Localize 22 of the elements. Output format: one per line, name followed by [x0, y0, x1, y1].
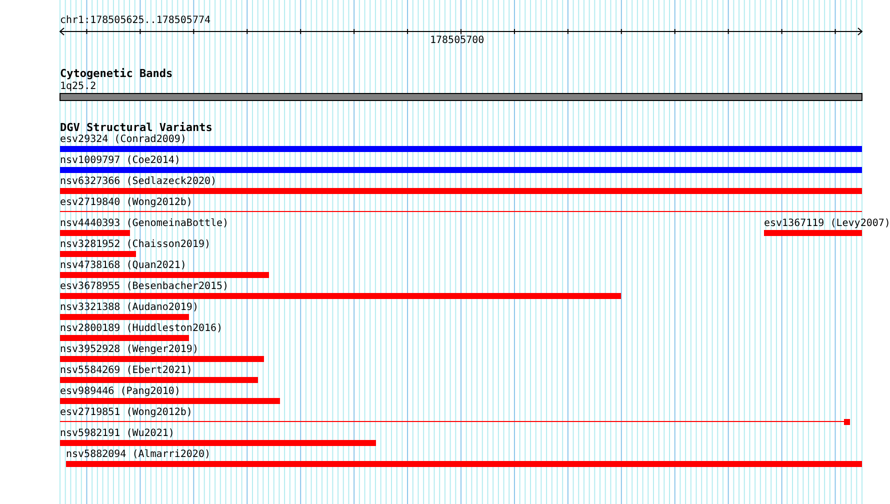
variant-label: nsv6327366 (Sedlazeck2020): [60, 176, 217, 187]
track-title: DGV Structural Variants: [60, 122, 212, 133]
coordinate-range: chr1:178505625..178505774: [60, 15, 211, 26]
position-tick-label: 178505700: [430, 35, 484, 46]
variant-label: nsv4440393 (GenomeinaBottle): [60, 218, 229, 229]
variant-label: esv1367119 (Levy2007): [764, 218, 890, 229]
variant-label: nsv3321388 (Audano2019): [60, 302, 198, 313]
variant-label: nsv5882094 (Almarri2020): [66, 449, 210, 460]
variant-label: nsv3952928 (Wenger2019): [60, 344, 198, 355]
variant-label: nsv1009797 (Coe2014): [60, 155, 180, 166]
variant-label: esv2719840 (Wong2012b): [60, 197, 192, 208]
variant-label: nsv5584269 (Ebert2021): [60, 365, 192, 376]
variant-label: esv989446 (Pang2010): [60, 386, 180, 397]
variant-label: nsv4738168 (Quan2021): [60, 260, 186, 271]
variant-label: esv3678955 (Besenbacher2015): [60, 281, 229, 292]
track-title: Cytogenetic Bands: [60, 68, 173, 79]
variant-label: esv29324 (Conrad2009): [60, 134, 186, 145]
variant-label: nsv3281952 (Chaisson2019): [60, 239, 211, 250]
variant-label: nsv2800189 (Huddleston2016): [60, 323, 223, 334]
variant-label: nsv5982191 (Wu2021): [60, 428, 174, 439]
band-label: 1q25.2: [60, 81, 96, 92]
variant-label: esv2719851 (Wong2012b): [60, 407, 192, 418]
